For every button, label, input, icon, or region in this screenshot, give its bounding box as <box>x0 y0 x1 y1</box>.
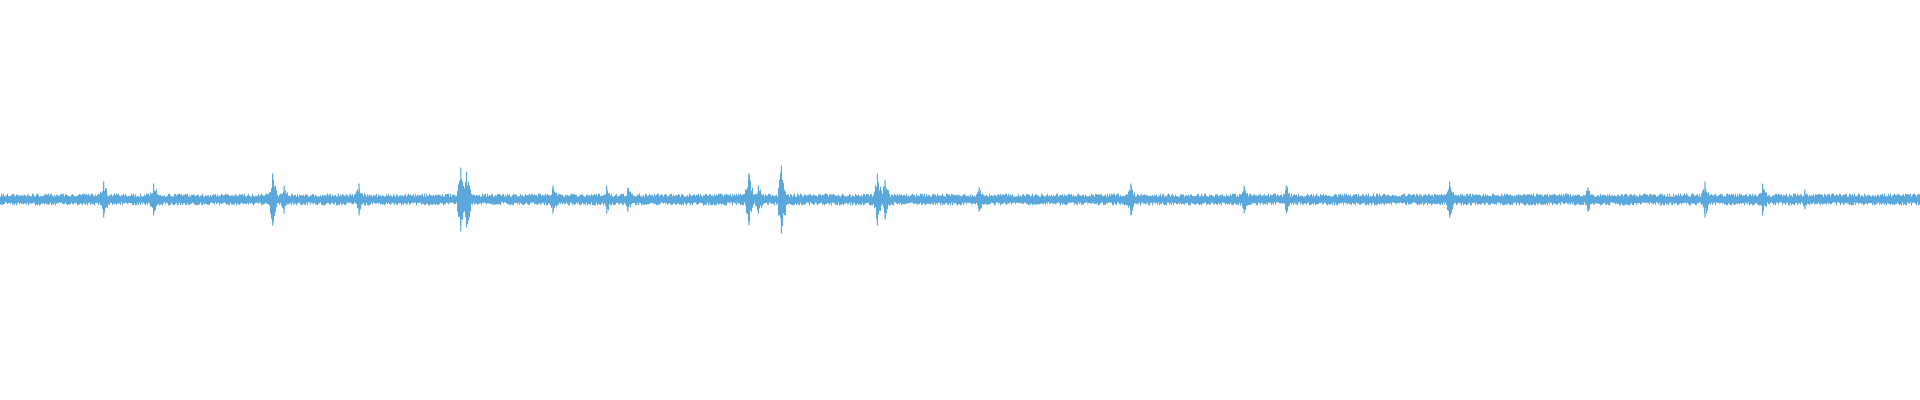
waveform-bars <box>0 165 1920 234</box>
waveform-samples <box>0 172 1920 229</box>
